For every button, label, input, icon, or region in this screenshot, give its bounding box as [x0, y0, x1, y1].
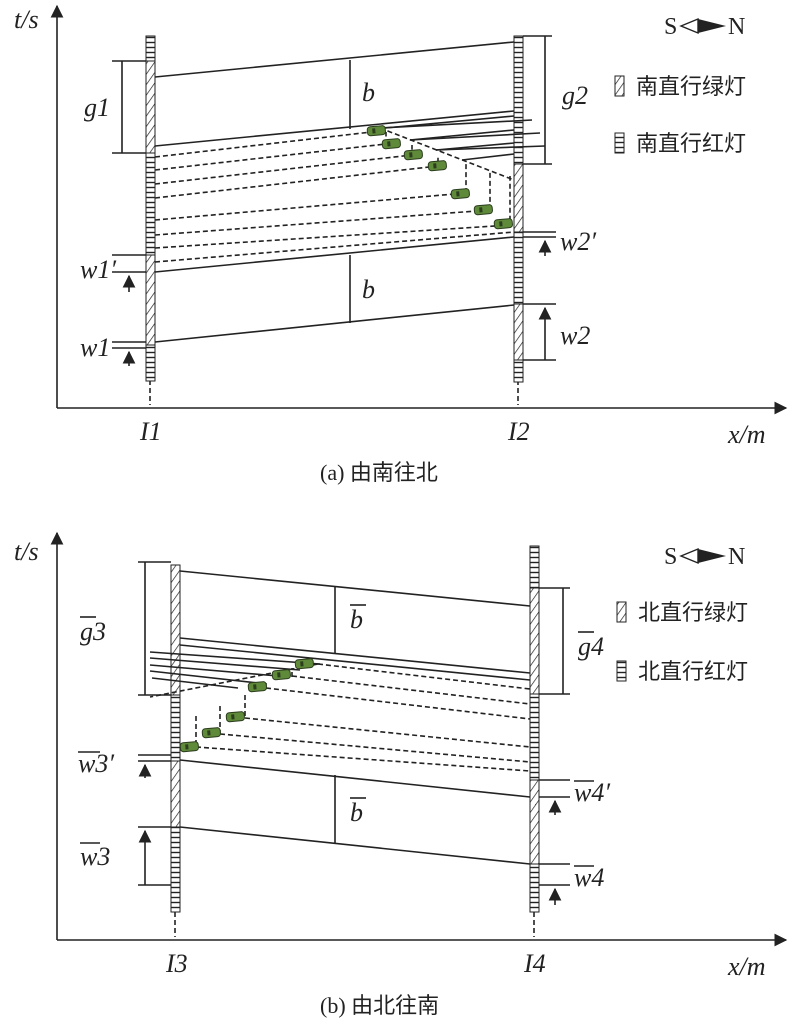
vehicle [450, 188, 470, 200]
vehicle [473, 204, 493, 216]
label-w3: w3 [80, 842, 110, 871]
red-signal-icon [616, 660, 627, 682]
label-b-top: b [362, 78, 375, 107]
vehicle [201, 727, 221, 739]
label-w2: w2 [560, 321, 590, 350]
caption-b: (b) 由北往南 [320, 993, 439, 1018]
label-g4: g4 [578, 632, 604, 661]
signal-bar-i4-green-1 [529, 587, 540, 695]
direction-n: N [728, 14, 745, 40]
green-signal-icon [616, 601, 627, 623]
y-axis-label: t/s [14, 5, 39, 34]
label-i1: I1 [139, 417, 162, 446]
legend-green-label: 北直行绿灯 [638, 601, 748, 626]
x-axis-label: x/m [727, 420, 766, 449]
label-i2: I2 [507, 417, 530, 446]
green-signal-icon [614, 75, 625, 97]
vehicle [247, 681, 267, 693]
panel-a: t/s x/m [14, 4, 788, 485]
legend-a: 南直行绿灯 南直行红灯 [614, 75, 746, 157]
label-w3-prime: w3′ [78, 749, 114, 778]
y-axis-label: t/s [14, 537, 39, 566]
vehicle [381, 138, 401, 150]
label-b-bottom: b [350, 798, 363, 827]
direction-s: S [664, 14, 677, 40]
vehicle [427, 160, 447, 172]
signal-bar-i2-green-2 [513, 303, 524, 361]
label-b-top: b [350, 605, 363, 634]
panel-b: t/s x/m [14, 531, 788, 1018]
legend-green-label: 南直行绿灯 [636, 75, 746, 100]
label-w2-prime: w2′ [560, 227, 596, 256]
red-signal-icon [614, 132, 625, 154]
signal-bar-i4-red-bottom [529, 863, 540, 913]
signal-bar-i1-green-1 [145, 60, 156, 154]
label-g1: g1 [84, 93, 110, 122]
vehicle-queue-a [366, 125, 513, 230]
vehicle [271, 669, 291, 681]
label-g2: g2 [562, 81, 588, 110]
signal-bar-i4-red-top [529, 545, 540, 589]
vehicle [493, 218, 513, 230]
direction-n: N [728, 544, 745, 570]
signal-bar-i2-green-1 [513, 163, 524, 233]
vehicle [366, 125, 386, 137]
direction-indicator: S N [664, 14, 745, 40]
vehicle [403, 149, 423, 161]
signal-bar-i2-red-mid [513, 231, 524, 305]
signal-bar-i3-red-bottom [170, 826, 181, 913]
label-w4: w4 [574, 863, 604, 892]
signal-bar-i3-red-mid [170, 694, 181, 762]
label-w1-prime: w1′ [80, 255, 116, 284]
direction-arrow-icon [679, 547, 699, 565]
x-axis-label: x/m [727, 952, 766, 981]
signal-bar-i1-red-top [145, 35, 156, 62]
vehicle [225, 711, 245, 723]
legend-b: 北直行绿灯 北直行红灯 [616, 601, 748, 685]
label-b-bottom: b [362, 275, 375, 304]
legend-red-label: 北直行红灯 [638, 660, 748, 685]
signal-bar-i2-red-top [513, 35, 524, 165]
vehicle [294, 658, 314, 670]
label-i3: I3 [165, 949, 188, 978]
signal-bar-i4-red-mid [529, 693, 540, 781]
signal-bar-i3-green-1 [170, 564, 181, 696]
vehicle-queue-b [179, 658, 314, 753]
label-w4-prime: w4′ [574, 778, 610, 807]
signal-bar-i1-green-2 [145, 254, 156, 346]
direction-indicator: S N [664, 544, 745, 570]
label-w1: w1 [80, 333, 110, 362]
vehicle [179, 741, 199, 753]
signal-bar-i4-green-2 [529, 779, 540, 865]
label-g3: g3 [80, 617, 106, 646]
signal-bar-i3-green-2 [170, 760, 181, 828]
signal-bar-i1-red-mid [145, 152, 156, 256]
caption-a: (a) 由南往北 [320, 460, 438, 485]
signal-bar-i1-red-bottom [145, 344, 156, 382]
legend-red-label: 南直行红灯 [636, 132, 746, 157]
label-i4: I4 [523, 949, 546, 978]
signal-bar-i2-red-bottom [513, 359, 524, 383]
direction-arrow-icon [679, 17, 699, 35]
direction-s: S [664, 544, 677, 570]
